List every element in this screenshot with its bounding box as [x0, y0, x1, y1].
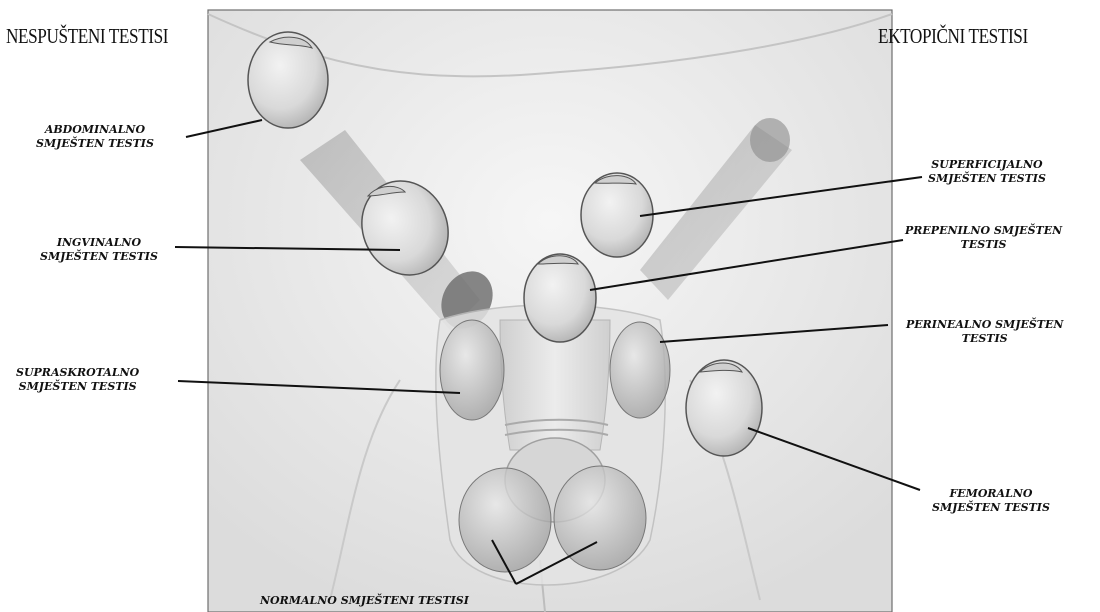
label-normal: NORMALNO SMJEŠTENI TESTISI — [260, 594, 469, 608]
prepenile-testis — [524, 254, 596, 342]
label-perineal: PERINEALNO SMJEŠTEN TESTIS — [906, 318, 1063, 346]
suprascrotal-testis — [440, 320, 504, 420]
right-canal-opening — [750, 118, 790, 162]
label-inguinal: INGVINALNO SMJEŠTEN TESTIS — [40, 236, 158, 264]
heading-undescended: NESPUŠTENI TESTISI — [6, 24, 168, 49]
label-suprascrotal: SUPRASKROTALNO SMJEŠTEN TESTIS — [16, 366, 139, 394]
femoral-testis — [686, 360, 762, 456]
perineal-testis — [610, 322, 670, 418]
heading-ectopic: EKTOPIČNI TESTISI — [878, 24, 1028, 49]
label-abdominal: ABDOMINALNO SMJEŠTEN TESTIS — [36, 123, 154, 151]
label-prepenile: PREPENILNO SMJEŠTEN TESTIS — [905, 224, 1062, 252]
label-femoral: FEMORALNO SMJEŠTEN TESTIS — [932, 487, 1050, 515]
abdominal-testis — [248, 32, 328, 128]
normal-testis-left — [459, 468, 551, 572]
normal-testis-right — [554, 466, 646, 570]
label-superficial: SUPERFICIJALNO SMJEŠTEN TESTIS — [928, 158, 1046, 186]
